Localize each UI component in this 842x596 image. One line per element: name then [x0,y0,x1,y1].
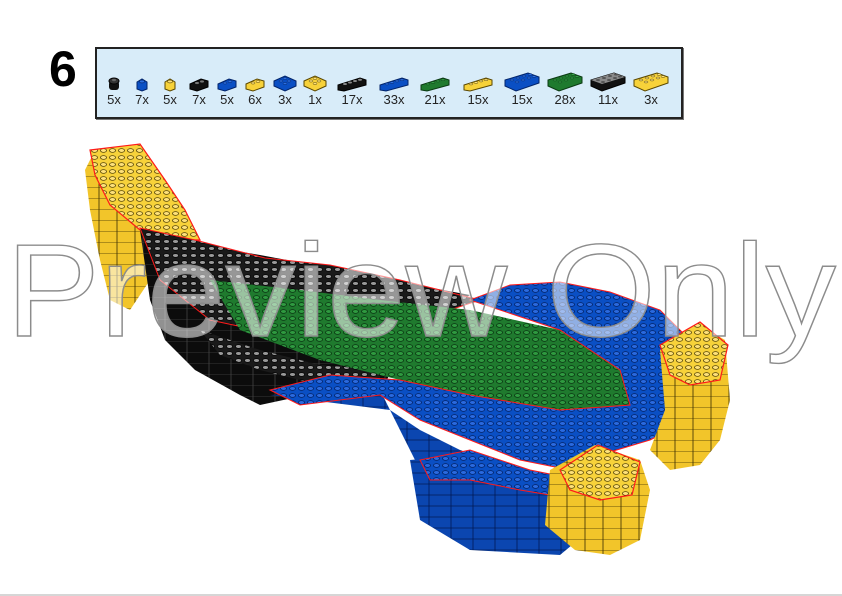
brick-1x4-green-icon [420,77,450,92]
brick-1x4-blue-icon [379,77,409,92]
brick-2x4-black-icon [590,72,626,92]
parts-list-callout: 5x 7x 5x 7x 5x 6x 3x 1x 17x 33x 21x [95,47,683,119]
part-item: 5x [163,76,177,107]
model-yellow-fins [545,321,730,555]
part-item: 7x [135,76,149,107]
part-quantity: 7x [192,92,206,107]
part-quantity: 15x [467,92,489,107]
brick-1x2-yellow-icon [245,78,265,92]
lego-model-illustration [85,143,730,555]
step-number: 6 [49,41,77,97]
part-quantity: 7x [135,92,149,107]
part-item: 7x [189,76,209,107]
preview-only-watermark: Preview Only [5,226,836,365]
part-item: 1x [303,74,327,107]
part-quantity: 3x [644,92,658,107]
brick-1x4-yellow-icon [463,77,493,92]
model-green-section [210,280,630,410]
part-quantity: 21x [424,92,446,107]
brick-1x1-yellow-icon [164,78,176,92]
part-item: 11x [590,70,626,107]
part-item: 17x [337,76,367,107]
part-quantity: 5x [220,92,234,107]
part-item: 5x [107,76,121,107]
part-quantity: 5x [163,92,177,107]
brick-2x2-yellow-icon [303,75,327,92]
part-quantity: 33x [383,92,405,107]
brick-1x2-black-icon [189,78,209,92]
brick-1x1-round-black-icon [108,77,120,90]
part-quantity: 3x [278,92,292,107]
watermark-text: Preview Only [6,226,836,364]
part-quantity: 5x [107,92,121,107]
part-item: 15x [504,70,540,107]
part-quantity: 15x [511,92,533,107]
brick-1x2-blue-icon [217,78,237,92]
part-quantity: 11x [598,92,618,107]
part-item: 28x [547,70,583,107]
part-item: 6x [245,76,265,107]
part-quantity: 17x [341,92,363,107]
brick-2x4-green-icon [547,72,583,92]
part-quantity: 6x [248,92,262,107]
part-item: 3x [273,74,297,107]
part-item: 21x [420,76,450,107]
brick-2x2-blue-icon [273,75,297,92]
model-blue-section [268,281,701,555]
part-item: 15x [463,76,493,107]
part-item: 3x [633,70,669,107]
page-footer-divider [0,594,842,596]
part-quantity: 28x [554,92,576,107]
brick-2x4-yellow-icon [633,72,669,92]
part-quantity: 1x [308,92,322,107]
brick-1x1-blue-icon [136,78,148,92]
part-item: 5x [217,76,237,107]
brick-1x4-black-icon [337,77,367,92]
brick-2x4-blue-icon [504,72,540,92]
part-item: 33x [379,76,409,107]
